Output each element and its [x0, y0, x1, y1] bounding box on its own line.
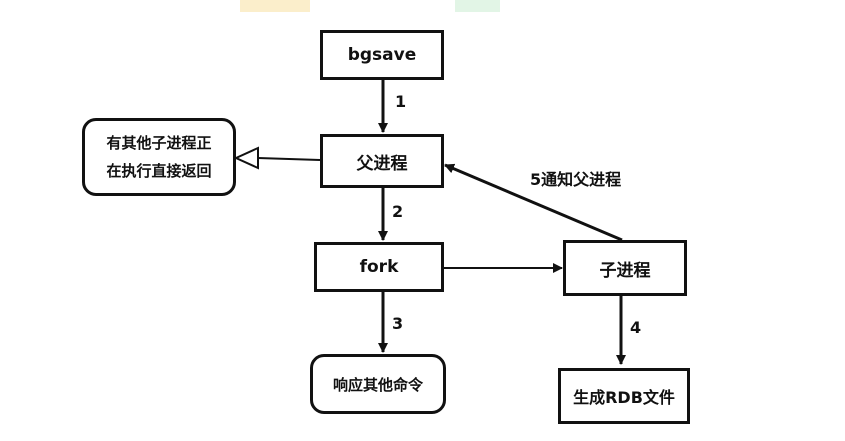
edge-label-4: 4: [630, 318, 642, 337]
node-busy-return: 有其他子进程正 在执行直接返回: [82, 118, 236, 196]
node-child-process-label: 子进程: [599, 260, 651, 281]
node-bgsave: bgsave: [320, 30, 444, 80]
node-parent-process-label: 父进程: [356, 153, 408, 174]
node-fork: fork: [314, 242, 444, 292]
node-respond-commands-label: 响应其他命令: [332, 375, 423, 394]
edge-parent-to-busy: [257, 157, 321, 161]
edge-label-5: 5通知父进程: [530, 170, 622, 189]
edge-label-2: 2: [392, 202, 404, 221]
node-bgsave-label: bgsave: [347, 45, 417, 65]
node-generate-rdb: 生成RDB文件: [558, 368, 690, 424]
node-busy-return-line1: 有其他子进程正: [106, 134, 212, 152]
node-parent-process: 父进程: [320, 134, 444, 188]
node-busy-return-line2: 在执行直接返回: [106, 162, 212, 180]
node-fork-label: fork: [359, 257, 399, 277]
top-decoration-green: [455, 0, 500, 12]
edge-child-to-parent: [444, 163, 623, 242]
edge-label-1: 1: [395, 92, 407, 111]
node-child-process: 子进程: [563, 240, 687, 296]
edge-label-3: 3: [392, 314, 404, 333]
node-respond-commands: 响应其他命令: [310, 354, 446, 414]
edge-parent-to-busy-hollow-arrowhead: [233, 146, 259, 170]
node-generate-rdb-label: 生成RDB文件: [573, 388, 675, 407]
top-decoration-yellow: [240, 0, 310, 12]
